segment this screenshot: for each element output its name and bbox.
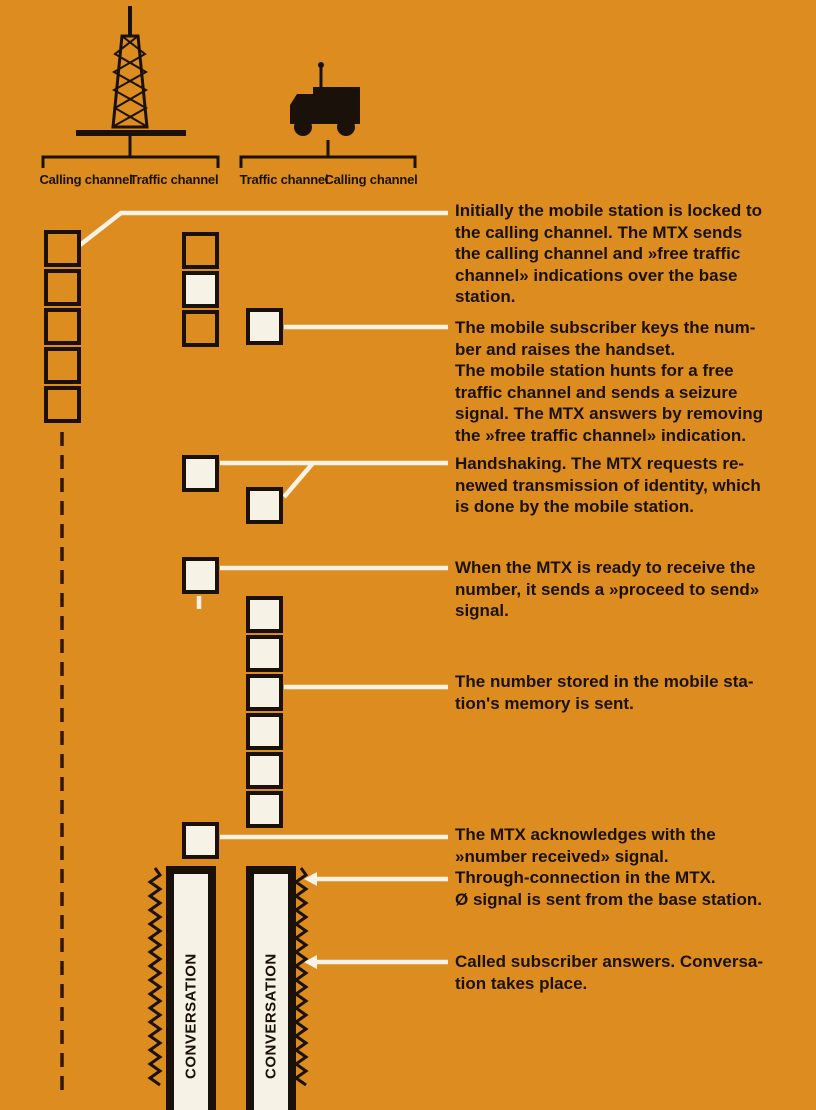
signal-box (246, 752, 283, 789)
step-text-1: Initially the mobile station is locked t… (455, 201, 762, 306)
signal-box (182, 557, 219, 594)
conversation-channel-right: CONVERSATION (246, 866, 296, 1110)
signal-box (44, 269, 81, 306)
signal-box (246, 308, 283, 345)
step-text-6: The MTX acknowledges with the »number re… (455, 825, 716, 866)
step-text-7: Through-connection in the MTX. Ø signal … (455, 868, 763, 909)
left-arrowhead-icon (304, 872, 317, 886)
conversation-channel-left: CONVERSATION (166, 866, 216, 1110)
signal-box (182, 232, 219, 269)
conversation-label: CONVERSATION (182, 953, 200, 1079)
zigzag-line-left (147, 867, 163, 1087)
label-mobile-calling-channel: Calling channel (324, 172, 418, 187)
signal-box (246, 596, 283, 633)
label-base-traffic-channel: Traffic channel (129, 172, 219, 187)
mobile-channels-bracket (239, 140, 417, 168)
signal-box (246, 487, 283, 524)
signal-box (44, 386, 81, 423)
signal-box (246, 674, 283, 711)
label-mobile-traffic-channel: Traffic channel (239, 172, 329, 187)
callout-line-step3-branch (282, 461, 315, 499)
left-arrowhead-icon (304, 955, 317, 969)
step-text-2: The mobile subscriber keys the num- ber … (455, 318, 763, 445)
callout-lines (78, 210, 448, 965)
radio-tower-icon (76, 6, 186, 136)
truck-icon (290, 62, 360, 136)
signal-box (44, 308, 81, 345)
label-base-calling-channel: Calling channel (39, 172, 133, 187)
signal-box (246, 791, 283, 828)
signal-box (182, 455, 219, 492)
step-text-5: The number stored in the mobile sta- tio… (455, 672, 754, 713)
base-channels-bracket (41, 136, 220, 168)
step-text-3: Handshaking. The MTX requests re- newed … (455, 454, 761, 516)
signal-box (246, 713, 283, 750)
zigzag-line-right (293, 867, 309, 1087)
signal-box (44, 230, 81, 267)
conversation-label: CONVERSATION (262, 953, 280, 1079)
signal-box (182, 271, 219, 308)
step-text-4: When the MTX is ready to receive the num… (455, 558, 760, 620)
signal-box (246, 635, 283, 672)
signal-box (44, 347, 81, 384)
step-text-8: Called subscriber answers. Conversa- tio… (455, 952, 764, 993)
callout-line-step1 (78, 210, 448, 247)
signal-box (182, 822, 219, 859)
signal-box (182, 310, 219, 347)
